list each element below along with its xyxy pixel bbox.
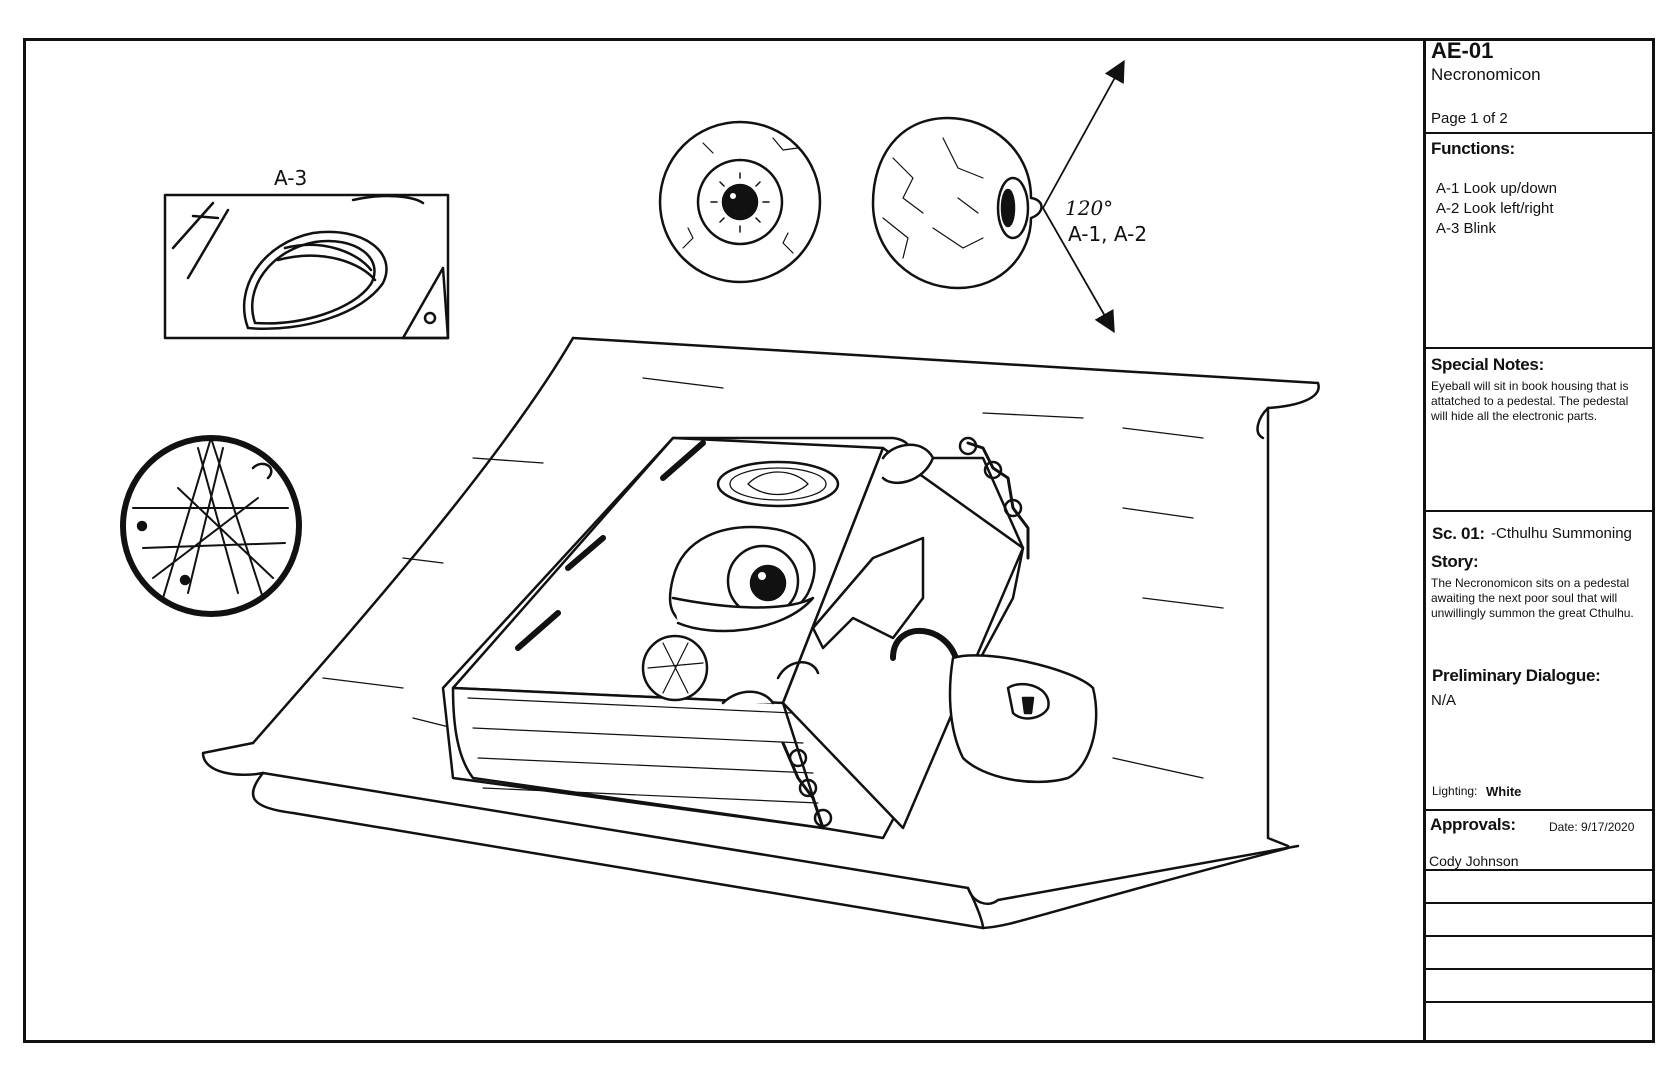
blink-inset xyxy=(163,193,450,340)
pedestal xyxy=(201,336,1320,930)
function-item: A-3 Blink xyxy=(1436,220,1497,237)
scene-label: Sc. 01: xyxy=(1432,524,1485,543)
dialogue-text: N/A xyxy=(1431,692,1457,709)
approvals-block: Approvals: Date: 9/17/2020 Cody Johnson xyxy=(1426,811,1655,871)
necronomicon-book xyxy=(441,436,1098,840)
page-number: Page 1 of 2 xyxy=(1431,110,1508,127)
special-notes-line: will hide all the electronic parts. xyxy=(1431,409,1598,423)
look-callout: A-1, A-2 xyxy=(1068,222,1148,246)
approval-line xyxy=(1426,970,1655,1003)
gate-sigil xyxy=(120,435,302,617)
scene-block: Sc. 01: -Cthulhu Summoning Story: The Ne… xyxy=(1426,512,1655,811)
special-notes-line: attatched to a pedestal. The pedestal xyxy=(1431,394,1629,408)
functions-heading: Functions: xyxy=(1431,139,1515,158)
rotation-arrows xyxy=(1042,59,1125,334)
lighting-value: White xyxy=(1486,784,1522,799)
story-line: The Necronomicon sits on a pedestal xyxy=(1431,576,1630,590)
blink-callout: A-3 xyxy=(274,166,308,190)
special-notes-block: Special Notes: Eyeball will sit in book … xyxy=(1426,349,1655,512)
function-item: A-2 Look left/right xyxy=(1436,200,1554,217)
concept-art xyxy=(120,59,1320,930)
approval-line xyxy=(1426,937,1655,970)
approval-date: Date: 9/17/2020 xyxy=(1549,820,1635,834)
story-line: unwillingly summon the great Cthulhu. xyxy=(1431,606,1634,620)
sheet-border xyxy=(23,38,1655,1043)
sheet-code: AE-01 xyxy=(1431,38,1494,63)
eyeball-side-view xyxy=(871,116,1043,290)
special-notes-line: Eyeball will sit in book housing that is xyxy=(1431,379,1629,393)
info-panel: AE-01 Necronomicon Page 1 of 2 Functions… xyxy=(1423,38,1655,1043)
function-item: A-1 Look up/down xyxy=(1436,180,1557,197)
dialogue-heading: Preliminary Dialogue: xyxy=(1432,666,1601,685)
lighting-label: Lighting: xyxy=(1432,784,1478,798)
approver-name: Cody Johnson xyxy=(1429,853,1519,869)
functions-block: Functions: A-1 Look up/down A-2 Look lef… xyxy=(1426,134,1655,349)
scene-title: -Cthulhu Summoning xyxy=(1491,525,1632,542)
sheet-name: Necronomicon xyxy=(1431,65,1541,84)
story-line: awaiting the next poor soul that will xyxy=(1431,591,1618,605)
approvals-heading: Approvals: xyxy=(1430,815,1516,834)
rotation-angle-label: 120° xyxy=(1065,196,1114,220)
eyeball-front-view xyxy=(658,120,822,284)
title-block: AE-01 Necronomicon Page 1 of 2 xyxy=(1426,38,1655,134)
approval-line xyxy=(1426,871,1655,904)
story-heading: Story: xyxy=(1431,552,1479,571)
special-notes-heading: Special Notes: xyxy=(1431,355,1544,374)
approval-line xyxy=(1426,904,1655,937)
